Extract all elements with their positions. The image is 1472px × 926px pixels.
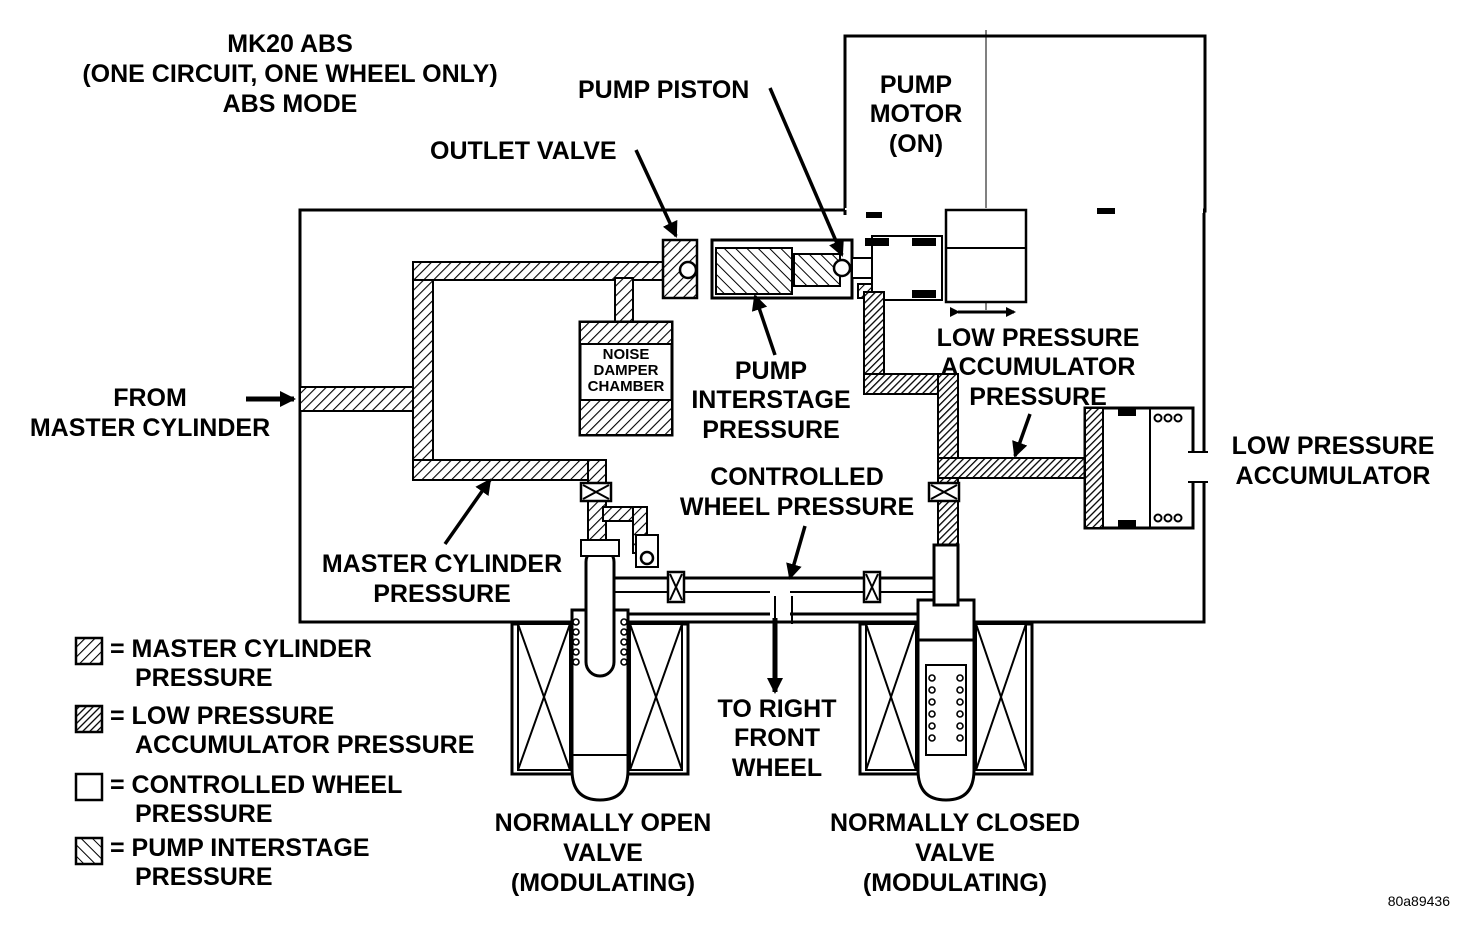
- master-cylinder-channel: [299, 261, 672, 554]
- valve-block: [298, 208, 1206, 624]
- legend-swatch-controlled-wheel: [74, 772, 104, 802]
- label-from-master-cylinder-2: MASTER CYLINDER: [30, 414, 270, 442]
- label-normally-open-2: VALVE: [563, 839, 643, 867]
- label-controlled-wheel-1: CONTROLLED: [710, 463, 884, 491]
- title-line2: (ONE CIRCUIT, ONE WHEEL ONLY): [82, 60, 497, 88]
- label-to-right-front-wheel-1: TO RIGHT: [718, 695, 837, 723]
- legend-label-low-pressure-2: ACCUMULATOR PRESSURE: [135, 731, 474, 759]
- piston-bore: [865, 208, 1115, 317]
- label-pump-interstage-1: PUMP: [735, 357, 807, 385]
- title-line1: MK20 ABS: [227, 30, 353, 58]
- check-valve-left: [579, 481, 613, 503]
- legend-swatch-pump-interstage: [74, 836, 104, 866]
- label-normally-open-3: (MODULATING): [511, 869, 695, 897]
- label-pump-interstage-2: INTERSTAGE: [691, 386, 850, 414]
- legend-label-pump-interstage-1: = PUMP INTERSTAGE: [110, 834, 370, 862]
- label-controlled-wheel-2: WHEEL PRESSURE: [680, 493, 914, 521]
- low-pressure-accumulator-pressure-arrow: [1012, 413, 1032, 458]
- check-valve-mid-left: [666, 570, 686, 604]
- outlet-valve-arrow: [634, 149, 678, 238]
- label-normally-closed-2: VALVE: [915, 839, 995, 867]
- label-to-right-front-wheel-3: WHEEL: [732, 754, 822, 782]
- controlled-wheel-pressure-arrow: [786, 525, 807, 580]
- closed-valve-spring: [928, 674, 964, 742]
- legend-label-master-cylinder-2: PRESSURE: [135, 664, 273, 692]
- low-pressure-channel: [863, 291, 1091, 547]
- open-valve-spring-left: [572, 618, 580, 666]
- label-noise-damper-1: NOISE: [603, 346, 650, 363]
- normally-open-valve: [510, 539, 690, 802]
- legend-label-controlled-wheel-2: PRESSURE: [135, 800, 273, 828]
- check-valve-right: [927, 481, 961, 503]
- legend-label-pump-interstage-2: PRESSURE: [135, 863, 273, 891]
- legend-label-controlled-wheel-1: = CONTROLLED WHEEL: [110, 771, 402, 799]
- noise-damper-chamber: [578, 320, 674, 437]
- legend-label-master-cylinder-1: = MASTER CYLINDER: [110, 635, 372, 663]
- label-noise-damper-2: DAMPER: [593, 362, 658, 379]
- label-pump-motor-1: PUMP: [880, 71, 952, 99]
- legend-label-low-pressure-1: = LOW PRESSURE: [110, 702, 334, 730]
- label-lpa-pressure-1: LOW PRESSURE: [937, 324, 1140, 352]
- normally-closed-valve: [858, 543, 1034, 802]
- label-from-master-cylinder-1: FROM: [113, 384, 187, 412]
- bypass-check-ball: [635, 534, 659, 568]
- outlet-valve: [661, 238, 699, 300]
- label-lpa-pressure-2: ACCUMULATOR: [941, 353, 1136, 381]
- check-valve-mid-right: [862, 570, 882, 604]
- label-to-right-front-wheel-2: FRONT: [734, 724, 820, 752]
- controlled-wheel-channel: [610, 576, 944, 624]
- label-normally-open-1: NORMALLY OPEN: [495, 809, 712, 837]
- pump-interstage-chamber: [710, 238, 887, 300]
- legend-swatch-master-cylinder: [74, 636, 104, 666]
- label-normally-closed-1: NORMALLY CLOSED: [830, 809, 1080, 837]
- label-outlet-valve: OUTLET VALVE: [430, 137, 617, 165]
- label-normally-closed-3: (MODULATING): [863, 869, 1047, 897]
- label-pump-interstage-3: PRESSURE: [702, 416, 840, 444]
- label-master-cylinder-pressure-2: PRESSURE: [373, 580, 511, 608]
- legend-swatch-low-pressure: [74, 704, 104, 734]
- label-master-cylinder-pressure-1: MASTER CYLINDER: [322, 550, 562, 578]
- master-cylinder-pressure-arrow: [443, 478, 492, 546]
- legend: = MASTER CYLINDER PRESSURE = LOW PRESSUR…: [74, 635, 474, 891]
- label-pump-piston: PUMP PISTON: [578, 76, 749, 104]
- label-lpa-2: ACCUMULATOR: [1236, 462, 1431, 490]
- low-pressure-accumulator: [1083, 406, 1208, 530]
- open-valve-spring-right: [620, 618, 628, 666]
- label-pump-motor-2: MOTOR: [870, 100, 963, 128]
- pump-interstage-arrow: [751, 294, 777, 356]
- label-lpa-pressure-3: PRESSURE: [969, 383, 1107, 411]
- pump-piston-arrow: [768, 87, 844, 257]
- label-pump-motor-3: (ON): [889, 130, 943, 158]
- label-lpa-1: LOW PRESSURE: [1232, 432, 1435, 460]
- figure-id: 80a89436: [1388, 893, 1451, 909]
- title-line3: ABS MODE: [223, 90, 358, 118]
- label-noise-damper-3: CHAMBER: [588, 378, 665, 395]
